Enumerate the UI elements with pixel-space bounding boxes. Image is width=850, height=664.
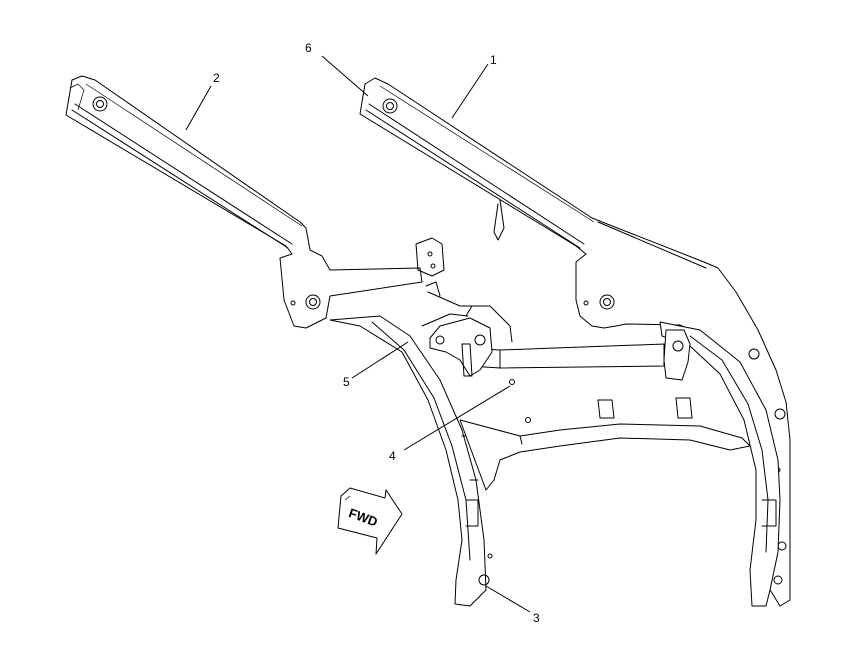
callout-6: 6 — [305, 41, 312, 55]
callout-3: 3 — [533, 611, 540, 625]
right-lift-arm — [359, 77, 791, 607]
forward-arrow-icon — [337, 487, 403, 555]
left-lift-arm — [65, 75, 445, 329]
callout-2: 2 — [213, 71, 220, 85]
callout-leaders — [185, 55, 531, 613]
callout-5: 5 — [343, 375, 350, 389]
callouts: 1 2 3 4 5 6 — [213, 41, 540, 625]
lower-frame — [329, 281, 781, 607]
forward-direction-marker: FWD — [337, 487, 403, 555]
callout-1: 1 — [490, 53, 497, 67]
callout-4: 4 — [389, 449, 396, 463]
